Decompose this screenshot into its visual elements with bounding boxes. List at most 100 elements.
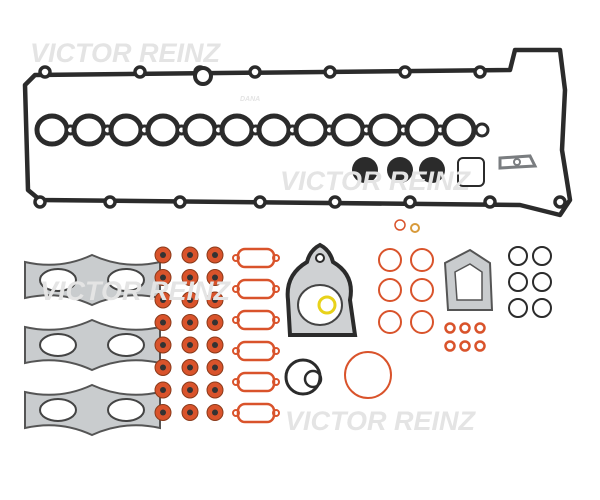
black-o-ring-small: [303, 369, 323, 389]
intake-port-ring: [145, 113, 181, 147]
valve-stem-seal-center: [187, 364, 193, 371]
exhaust-port: [39, 333, 77, 357]
valve-stem-seal-center: [160, 252, 166, 258]
orange-o-ring: [378, 310, 402, 334]
black-o-ring: [532, 246, 552, 266]
bolt-hole: [33, 195, 47, 209]
exhaust-port: [39, 398, 77, 422]
orange-o-ring: [410, 310, 434, 334]
exhaust-port: [107, 268, 145, 292]
exhaust-port: [39, 268, 77, 292]
valve-stem-seal-center: [160, 319, 166, 326]
valve-stem-seal-center: [187, 297, 193, 303]
bolt-hole: [473, 65, 487, 79]
valve-stem-seal-center: [187, 387, 193, 393]
bolt-hole: [173, 195, 187, 209]
valve-cover-gasket: [22, 47, 573, 218]
intake-port-ring: [330, 113, 366, 147]
valve-stem-seal-center: [212, 274, 218, 281]
chain-end: [474, 122, 490, 138]
intake-port-ring: [182, 113, 218, 147]
intake-gasket: [236, 340, 276, 362]
orange-o-ring-large: [344, 351, 392, 399]
intake-gasket-tab: [232, 378, 240, 386]
watermarks: VICTOR REINZ VICTOR REINZ VICTOR REINZ V…: [30, 38, 477, 436]
orange-o-ring: [378, 248, 402, 272]
valve-stem-seal-center: [212, 252, 218, 258]
intake-gasket-tab: [272, 409, 280, 417]
black-o-ring: [532, 298, 552, 318]
watermark-brand-bottom: VICTOR REINZ: [285, 406, 477, 436]
valve-stem-seal-center: [212, 319, 218, 326]
valve-stem-seal-center: [160, 274, 166, 281]
exhaust-port: [107, 398, 145, 422]
bolt-hole: [553, 195, 567, 209]
valve-stem-seal-center: [187, 342, 193, 348]
valve-stem-seal-center: [187, 252, 193, 258]
intake-port-ring: [34, 113, 70, 147]
intake-gasket-tab: [232, 316, 240, 324]
exhaust-manifold-gasket: [24, 383, 161, 437]
black-o-ring: [532, 272, 552, 292]
intake-gasket: [236, 402, 276, 424]
intake-port-ring: [293, 113, 329, 147]
black-o-ring: [508, 272, 528, 292]
bolt-hole: [38, 65, 52, 79]
timing-cover-hole: [315, 253, 325, 263]
orange-o-ring: [378, 278, 402, 302]
intake-gasket-tab: [272, 347, 280, 355]
small-flange-hole: [513, 158, 521, 166]
intake-port-ring: [441, 113, 477, 147]
intake-gasket: [236, 371, 276, 393]
bolt-hole: [253, 195, 267, 209]
valve-stem-seal-center: [212, 409, 218, 416]
bolt-hole: [248, 65, 262, 79]
small-seal-ring: [459, 340, 471, 352]
bolt-hole: [323, 65, 337, 79]
bolt-hole-large: [193, 66, 213, 86]
black-o-ring: [508, 246, 528, 266]
valve-stem-seal-center: [187, 319, 193, 326]
small-seal-ring: [474, 322, 486, 334]
valve-stem-seal-center: [187, 274, 193, 281]
black-plug: [387, 157, 413, 183]
bolt-hole: [328, 195, 342, 209]
orange-o-ring: [410, 248, 434, 272]
black-o-ring: [508, 298, 528, 318]
valve-stem-seal-center: [160, 342, 166, 348]
intake-gasket-tab: [232, 285, 240, 293]
turbo-gasket-opening: [454, 263, 483, 301]
intake-port-ring: [219, 113, 255, 147]
watermark-brand-left: VICTOR REINZ: [40, 276, 232, 306]
intake-gasket-tab: [272, 254, 280, 262]
small-flange-gasket: [498, 154, 538, 170]
intake-port-ring: [71, 113, 107, 147]
intake-port-ring: [256, 113, 292, 147]
orange-o-ring-tiny: [394, 219, 406, 231]
valve-stem-seal-center: [212, 387, 218, 393]
intake-gasket-tab: [272, 316, 280, 324]
black-o-ring-large: [284, 358, 322, 396]
bolt-hole: [103, 195, 117, 209]
intake-gasket: [236, 309, 276, 331]
small-seal-ring: [474, 340, 486, 352]
valve-stem-seal-center: [160, 387, 166, 393]
watermark-brand-top: VICTOR REINZ: [30, 38, 222, 68]
square-gasket: [457, 157, 485, 187]
valve-stem-seal-center: [187, 409, 193, 416]
valve-stem-seal-center: [212, 342, 218, 348]
intake-port-ring: [367, 113, 403, 147]
bolt-hole: [133, 65, 147, 79]
copper-washer: [410, 223, 420, 233]
intake-gasket-tab: [272, 285, 280, 293]
small-seal-ring: [444, 340, 456, 352]
intake-gasket: [236, 247, 276, 269]
intake-gasket-tab: [232, 347, 240, 355]
black-plug: [419, 157, 445, 183]
small-seal-ring: [444, 322, 456, 334]
intake-port-ring: [404, 113, 440, 147]
black-plug: [352, 157, 378, 183]
small-seal-ring: [459, 322, 471, 334]
